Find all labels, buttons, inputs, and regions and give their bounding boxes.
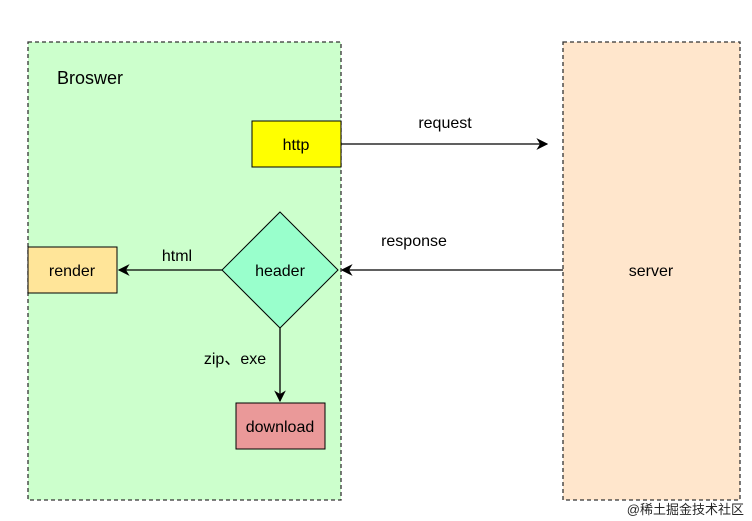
server-container: server (562, 41, 741, 501)
html-label: html (162, 248, 192, 265)
http-box (251, 120, 342, 168)
watermark: @稀土掘金技术社区 (627, 502, 744, 517)
download-node: download (235, 402, 326, 450)
zip-exe-label: zip、exe (204, 351, 266, 368)
header-node: header (221, 211, 339, 329)
render-box (27, 246, 118, 294)
server-box (562, 41, 741, 501)
render-node: render (27, 246, 118, 294)
render-label: render (49, 263, 96, 280)
request-label: request (418, 115, 472, 132)
response-label: response (381, 233, 447, 250)
http-node: http (251, 120, 342, 168)
download-box (235, 402, 326, 450)
header-label: header (255, 263, 305, 280)
download-label: download (246, 419, 315, 436)
http-label: http (283, 137, 310, 154)
server-label: server (629, 263, 674, 280)
browser-title: Broswer (57, 68, 123, 88)
